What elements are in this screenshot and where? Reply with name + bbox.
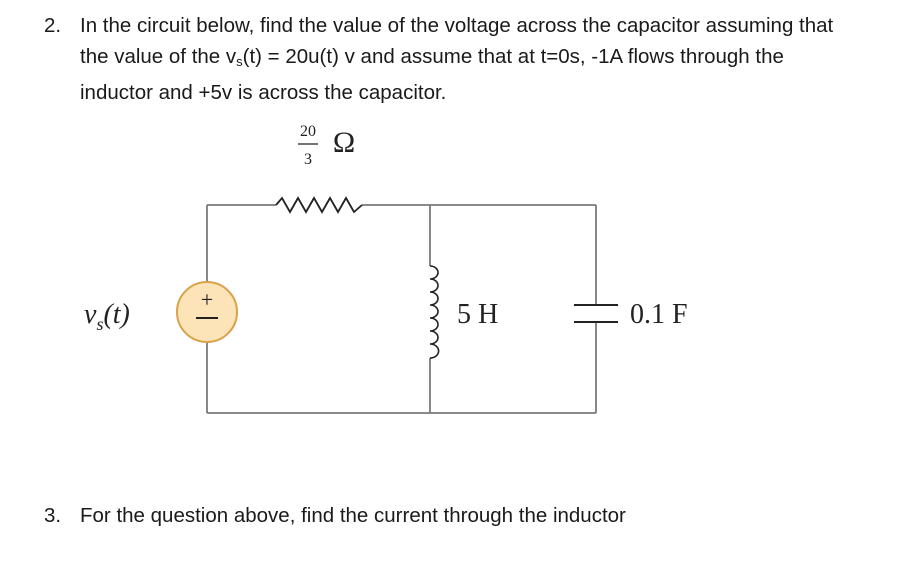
inductor-label: 5 H bbox=[457, 299, 498, 330]
question-3-text: For the question above, find the current… bbox=[80, 504, 626, 527]
question-3-number: 3. bbox=[44, 504, 62, 527]
question-2-line-3: inductor and +5v is across the capacitor… bbox=[80, 81, 447, 104]
wires bbox=[206, 204, 597, 414]
resistor-zigzag bbox=[275, 196, 363, 214]
question-2-line-1: In the circuit below, find the value of … bbox=[80, 14, 834, 37]
question-2-line-2: the value of the vs(t) = 20u(t) v and as… bbox=[80, 41, 833, 77]
inductor-coil-icon bbox=[429, 265, 440, 359]
resistor-unit-ohm: Ω bbox=[333, 126, 355, 159]
question-2-number: 2. bbox=[44, 14, 62, 37]
resistor-value-numerator: 20 bbox=[300, 123, 316, 140]
voltage-source-label: vs(t) bbox=[84, 299, 130, 334]
question-2-line-2-subscript: s bbox=[236, 54, 243, 69]
question-2-line-2-before: the value of the v bbox=[80, 45, 237, 68]
voltage-source-label-sub: s bbox=[96, 314, 103, 334]
question-2-text: In the circuit below, find the value of … bbox=[80, 10, 833, 108]
voltage-source-plus: + bbox=[201, 287, 213, 312]
question-2-line-2-after: (t) = 20u(t) v and assume that at t=0s, … bbox=[242, 45, 784, 68]
voltage-source-label-main: v bbox=[84, 299, 97, 330]
resistor-value-denominator: 3 bbox=[304, 151, 312, 168]
voltage-source-icon bbox=[176, 281, 238, 343]
capacitor-label: 0.1 F bbox=[630, 299, 688, 330]
voltage-source-label-arg: (t) bbox=[103, 299, 129, 330]
